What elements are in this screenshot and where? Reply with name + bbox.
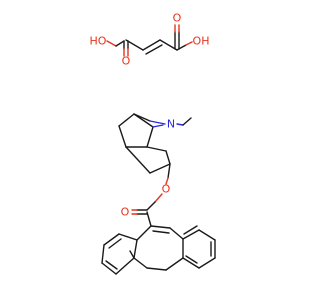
bond-c6-c1 <box>118 113 135 127</box>
carbonyl-oxygen-label-left: O <box>122 55 131 68</box>
bond-c2-c3-double <box>145 44 163 55</box>
bond-n-methyl <box>182 117 192 126</box>
bond-c4-oh <box>176 44 187 51</box>
bond-c3-o <box>167 163 171 179</box>
bond-r7-4 <box>133 239 138 259</box>
bond-c7-c8 <box>146 126 154 148</box>
chemical-structure: HO O O OH N <box>90 12 216 275</box>
bond-ho-c1 <box>106 40 117 47</box>
bond-lb-4-double <box>105 260 118 270</box>
bond-c2-c1 <box>125 146 151 174</box>
bond-rb-1-double <box>183 225 198 235</box>
bond-r7-1 <box>150 225 171 229</box>
bond-lb-2 <box>103 233 120 246</box>
bond-rb-5 <box>182 257 200 269</box>
bond-lb-1 <box>118 233 138 241</box>
bond-lb-5 <box>115 257 135 275</box>
fumaric-acid: HO O O OH <box>90 12 210 68</box>
bond-cester-ring <box>146 211 152 227</box>
bond-c1-c7 <box>133 113 154 128</box>
bond-lb-6-double <box>129 250 135 259</box>
bond-c7-n-blue <box>152 124 164 128</box>
carbonyl-oxygen-label-right: O <box>173 12 182 25</box>
dibenzo-ring-system <box>101 225 216 275</box>
bond-o-cester-red <box>154 193 163 203</box>
ester-oxygen-label: O <box>162 183 171 196</box>
bond-c3-o-red <box>165 177 169 185</box>
hydroxyl-label-right: OH <box>193 35 210 48</box>
bond-lb-3 <box>101 244 105 264</box>
bond-c4-c3 <box>165 150 171 165</box>
tropane-ring: N <box>118 113 192 185</box>
bond-r7-5 <box>133 257 148 269</box>
bond-r7-2 <box>169 227 184 240</box>
bond-n-methyl-blue <box>176 123 184 126</box>
bond-c1-c2 <box>125 39 144 51</box>
bond-c1-n-blue <box>149 120 166 125</box>
bond-lb-4 <box>101 262 117 275</box>
bond-c5-c4 <box>146 146 167 152</box>
bond-r7-3 <box>136 225 152 241</box>
bond-c4-oh-red <box>185 41 193 46</box>
bond-rb-2 <box>198 229 216 241</box>
bond-c5-c6 <box>118 125 127 148</box>
bond-ho-c1-dark <box>115 40 125 47</box>
bond-o-cester <box>146 201 156 211</box>
bond-c1-n <box>133 113 151 122</box>
bond-rb-1 <box>182 229 200 240</box>
bond-rb-5-double <box>185 255 198 264</box>
bond-lb-2-double <box>108 238 122 249</box>
hydroxyl-label-left: HO <box>90 35 107 48</box>
bond-c3-c4 <box>159 39 178 51</box>
bond-c2-c3 <box>142 39 161 51</box>
bond-r7-1-double <box>152 230 170 234</box>
bond-rb-4 <box>198 257 216 269</box>
bond-r7-7 <box>165 257 184 271</box>
bond-c3-c2 <box>149 163 171 174</box>
bond-r7-6 <box>146 267 167 271</box>
ester-group: O O <box>121 183 171 227</box>
nitrogen-label: N <box>167 118 175 131</box>
carbonyl-oxygen-label: O <box>121 206 130 219</box>
